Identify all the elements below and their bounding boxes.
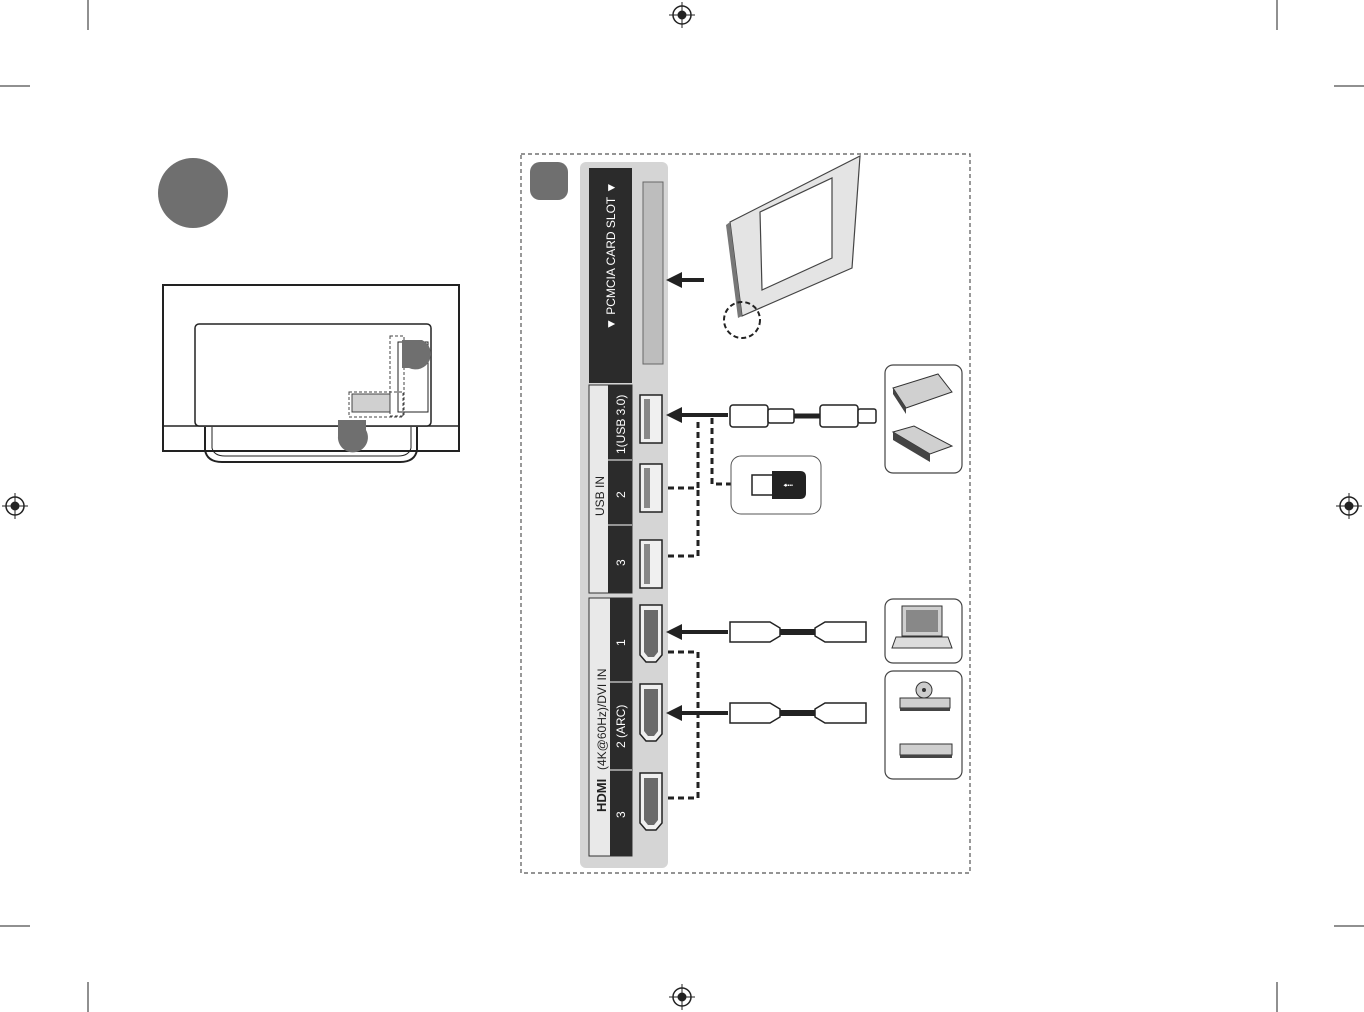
usb-stick-icon: ⭪ — [730, 455, 822, 515]
insert-arrow — [666, 624, 728, 640]
hdmi-logo: HDMI — [594, 779, 609, 812]
hdmi-cable — [729, 621, 867, 643]
set-top-box-icon — [899, 743, 953, 758]
registration-mark-icon — [2, 493, 28, 519]
hdmi-port — [639, 683, 663, 742]
hdmi-port — [639, 772, 663, 831]
usb-devices-box — [884, 364, 963, 474]
hdmi-port-2-label: 2 (ARC) — [614, 705, 628, 748]
usb-in-label: USB IN — [593, 476, 607, 516]
usb-port-3-label: 3 — [614, 559, 628, 566]
callout-badge — [337, 420, 368, 453]
usb-port-2-label: 2 — [614, 491, 628, 498]
usb-hdd-icon — [892, 373, 953, 414]
connection-panel-frame — [520, 153, 971, 874]
pcmcia-label: ▼ PCMCIA CARD SLOT ▼ — [604, 182, 618, 330]
step-badge — [158, 158, 228, 228]
usb-port — [639, 463, 663, 513]
insert-arrow — [666, 272, 704, 288]
pcmcia-label-bg — [589, 168, 632, 383]
usb-cable — [729, 404, 877, 428]
usb-num-col — [608, 385, 632, 593]
hdmi-port — [639, 604, 663, 663]
hdmi-port-1-label: 1 — [614, 639, 628, 646]
dvd-player-icon — [899, 681, 951, 711]
av-devices-box — [884, 670, 963, 780]
hdmi-cable — [729, 702, 867, 724]
insert-arrow — [666, 705, 728, 721]
usb-port — [639, 539, 663, 589]
hdmi-port-3-label: 3 — [614, 811, 628, 818]
laptop-box — [884, 598, 963, 664]
hdmi-title: (4K@60Hz)/DVI IN — [595, 668, 609, 770]
usb-port-1-label: 1(USB 3.0) — [614, 395, 628, 454]
svg-text:⭪: ⭪ — [783, 478, 794, 494]
pcmcia-slot — [642, 181, 664, 365]
callout-badge — [402, 340, 431, 370]
tv-rear-diagram — [162, 284, 460, 463]
insert-arrow — [666, 407, 728, 423]
ci-card-icon — [723, 154, 861, 339]
usb-port — [639, 394, 663, 444]
step-badge-small — [530, 162, 568, 200]
hdmi-num-col — [610, 598, 632, 856]
registration-mark-icon — [1336, 493, 1362, 519]
laptop-icon — [891, 605, 953, 649]
registration-mark-icon — [669, 984, 695, 1010]
alt-connection-lines — [668, 418, 732, 800]
registration-mark-icon — [669, 2, 695, 28]
usb-hub-icon — [891, 425, 954, 462]
